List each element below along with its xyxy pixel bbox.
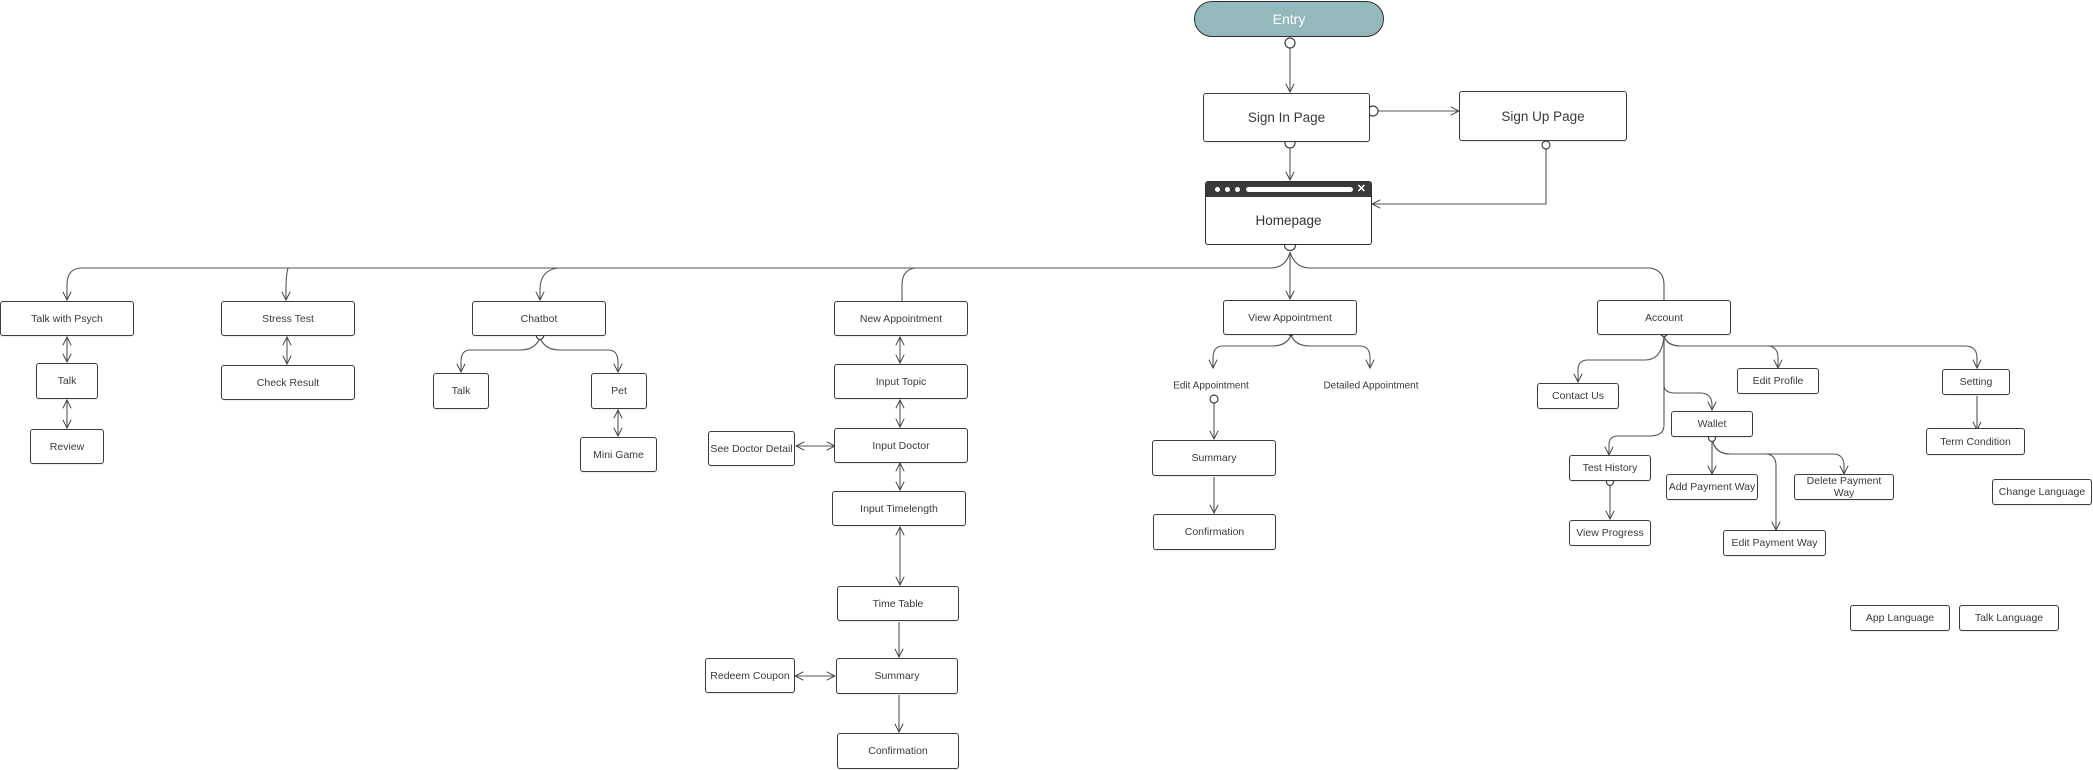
edge-home-stress: [286, 267, 288, 300]
view-appt-confirmation-node: Confirmation: [1153, 514, 1276, 550]
edge-home-newappt: [901, 267, 916, 301]
edge-view-edit: [1213, 334, 1292, 368]
wallet-node: Wallet: [1671, 411, 1753, 437]
new-appt-summary-node: Summary: [836, 658, 958, 694]
input-topic-node: Input Topic: [834, 364, 968, 399]
browser-bar: ✕: [1206, 182, 1371, 197]
pet-node: Pet: [591, 373, 647, 409]
close-icon: ✕: [1356, 183, 1366, 195]
input-timelength-node: Input Timelength: [832, 491, 966, 526]
mini-game-node: Mini Game: [580, 437, 657, 472]
entry-node: Entry: [1194, 1, 1384, 37]
check-result-node: Check Result: [221, 365, 355, 400]
edge-chatbot-talk: [461, 337, 541, 372]
view-progress-node: View Progress: [1569, 520, 1651, 546]
edge-home-chatbot: [540, 267, 559, 300]
psych-talk-node: Talk: [36, 363, 98, 399]
edit-appointment-label: Edit Appointment: [1173, 380, 1249, 392]
new-appt-confirmation-node: Confirmation: [837, 733, 959, 769]
talk-with-psych-node: Talk with Psych: [0, 301, 134, 336]
delete-payment-way-node: Delete Payment Way: [1794, 474, 1894, 500]
edge-account-testhistory: [1609, 336, 1665, 455]
test-history-node: Test History: [1569, 455, 1651, 481]
redeem-coupon-node: Redeem Coupon: [705, 658, 795, 693]
edge-wallet-delete: [1711, 438, 1844, 474]
edge-signup-home: [1372, 149, 1547, 204]
port-editappt: [1209, 394, 1219, 404]
stress-test-node: Stress Test: [221, 301, 355, 336]
view-appointment-node: View Appointment: [1223, 300, 1357, 335]
homepage-label: Homepage: [1255, 212, 1322, 228]
edge-account-editprofile: [1663, 335, 1778, 368]
edge-wallet-edit: [1711, 438, 1776, 530]
term-condition-node: Term Condition: [1926, 428, 2025, 455]
sign-in-page-node: Sign In Page: [1203, 93, 1370, 142]
see-doctor-detail-node: See Doctor Detail: [708, 431, 795, 466]
edge-home-account: [1289, 251, 1665, 301]
edit-payment-way-node: Edit Payment Way: [1723, 530, 1826, 556]
contact-us-node: Contact Us: [1537, 383, 1619, 409]
time-table-node: Time Table: [837, 586, 959, 621]
sign-up-page-node: Sign Up Page: [1459, 91, 1627, 141]
add-payment-way-node: Add Payment Way: [1666, 474, 1758, 500]
chatbot-node: Chatbot: [472, 301, 606, 336]
edge-account-wallet: [1663, 336, 1712, 410]
change-language-node: Change Language: [1992, 479, 2092, 505]
view-appt-summary-node: Summary: [1152, 440, 1276, 476]
edit-profile-node: Edit Profile: [1737, 368, 1819, 394]
edge-view-detailed: [1290, 334, 1370, 368]
review-node: Review: [30, 429, 104, 464]
account-node: Account: [1597, 300, 1731, 335]
chatbot-talk-node: Talk: [433, 373, 489, 409]
edge-account-setting: [1663, 335, 1977, 368]
talk-language-node: Talk Language: [1959, 605, 2059, 631]
setting-node: Setting: [1942, 369, 2010, 395]
new-appointment-node: New Appointment: [834, 301, 968, 336]
edge-chatbot-pet: [539, 337, 618, 372]
edge-home-talkpsych: [67, 251, 1291, 300]
detailed-appointment-label: Detailed Appointment: [1323, 380, 1419, 392]
homepage-node: ✕ Homepage: [1205, 181, 1372, 245]
app-language-node: App Language: [1850, 605, 1950, 631]
edge-account-contact: [1578, 335, 1665, 382]
port-signup: [1541, 140, 1551, 150]
port-entry: [1284, 37, 1296, 49]
input-doctor-node: Input Doctor: [834, 428, 968, 463]
